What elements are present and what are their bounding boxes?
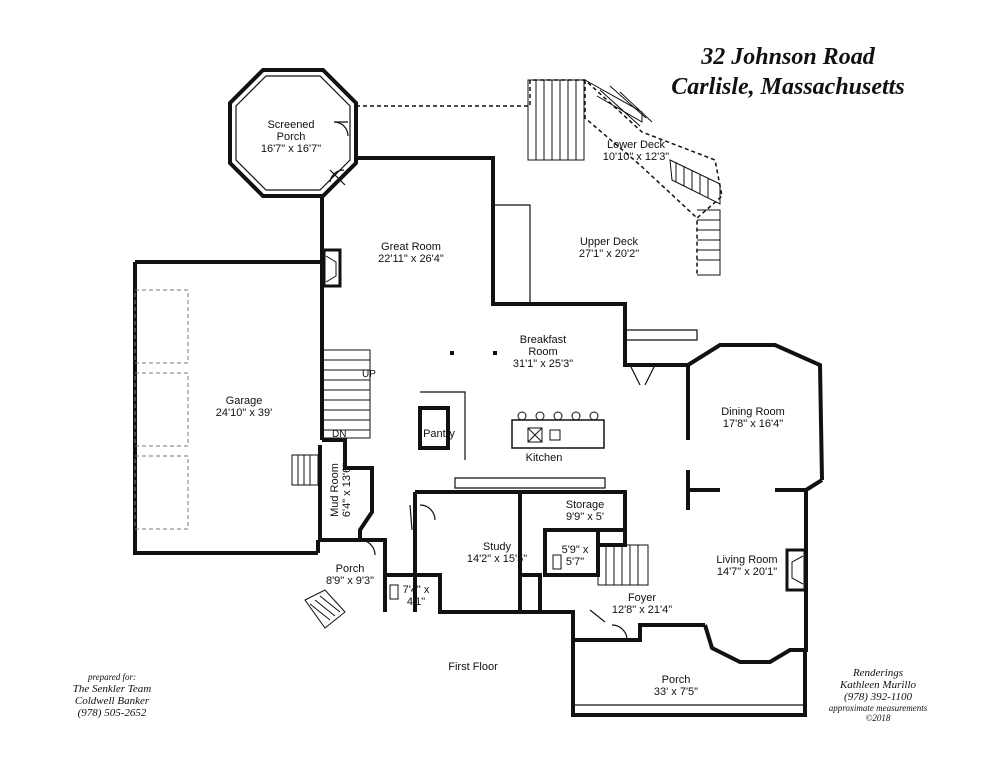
room-text-great-room: Great Room <box>381 241 441 253</box>
room-text-bath-2: 7'4" x <box>403 584 430 596</box>
room-text-storage: Storage <box>566 499 605 511</box>
credit-right-3: (978) 392-1100 <box>844 691 912 703</box>
room-text-side-porch: 8'9" x 9'3" <box>326 575 374 587</box>
credit-left-4: (978) 505-2652 <box>78 707 147 719</box>
room-text-upper-deck: 27'1" x 20'2" <box>579 248 639 260</box>
room-text-breakfast-room: 31'1" x 25'3" <box>513 358 573 370</box>
room-text-screened-porch: 16'7" x 16'7" <box>261 143 321 155</box>
side-porch-steps <box>304 589 346 629</box>
room-text-dining-room: 17'8" x 16'4" <box>723 418 783 430</box>
room-text-bath-1: 5'7" <box>566 556 584 568</box>
porch-door <box>359 539 376 556</box>
lower-deck-stairs <box>527 79 721 276</box>
front-porch-shape <box>571 640 807 717</box>
credit-left-1: prepared for: <box>87 672 136 682</box>
room-text-living-room: Living Room <box>716 554 777 566</box>
room-text-study: Study <box>483 541 512 553</box>
room-text-side-porch: Porch <box>336 563 365 575</box>
pantry-counter <box>420 391 466 460</box>
interior-stairs: UP DN <box>321 349 376 440</box>
credit-right-2: Kathleen Murillo <box>839 679 917 691</box>
room-text-study: 14'2" x 15'5" <box>467 553 527 565</box>
deck-outline-dashed <box>356 79 723 275</box>
room-text-screened-porch: Screened <box>267 119 314 131</box>
room-text-front-porch: Porch <box>662 674 691 686</box>
title-line-1: 32 Johnson Road <box>700 44 875 70</box>
room-text-living-room: 14'7" x 20'1" <box>717 566 777 578</box>
fireplace-icon-living <box>785 548 807 592</box>
credit-right-5: ©2018 <box>866 713 891 723</box>
room-text-garage: Garage <box>226 395 263 407</box>
credit-left-2: The Senkler Team <box>73 683 151 695</box>
room-text-lower-deck: 10'10" x 12'3" <box>603 151 670 163</box>
room-text-upper-deck: Upper Deck <box>580 236 639 248</box>
room-text-front-porch: 33' x 7'5" <box>654 686 698 698</box>
room-label-kitchen: Kitchen <box>526 452 563 464</box>
up-marker: UP <box>362 369 376 380</box>
mud-room-steps <box>291 454 319 486</box>
room-text-screened-porch: Porch <box>277 131 306 143</box>
french-door <box>629 364 656 386</box>
study-door <box>409 504 436 531</box>
credit-right-1: Renderings <box>852 667 903 679</box>
room-text-kitchen: Kitchen <box>526 452 563 464</box>
room-text-garage: 24'10" x 39' <box>216 407 272 419</box>
room-text-bath-1: 5'9" x <box>562 544 589 556</box>
room-text-breakfast-room: Breakfast <box>520 334 566 346</box>
kitchen-counter <box>454 477 606 489</box>
room-text-dining-room: Dining Room <box>721 406 785 418</box>
room-text-breakfast-room: Room <box>528 346 557 358</box>
room-text-bath-2: 4'1" <box>407 596 425 608</box>
garage-shape <box>133 260 322 555</box>
title-line-2: Carlisle, Massachusetts <box>671 74 904 100</box>
credit-right-4: approximate measurements <box>829 703 928 713</box>
room-text-storage: 9'9" x 5' <box>566 511 604 523</box>
room-text-pantry: Pantry <box>423 428 455 440</box>
floor-label: First Floor <box>448 661 498 673</box>
room-label-bath-1: 5'9" x5'7" <box>562 544 589 568</box>
foyer-stairs <box>597 544 649 586</box>
room-text-great-room: 22'11" x 26'4" <box>378 253 444 265</box>
room-text-foyer: 12'8" x 21'4" <box>612 604 672 616</box>
pantry-shape <box>418 406 450 450</box>
room-text-foyer: Foyer <box>628 592 656 604</box>
front-door <box>589 609 628 641</box>
room-label-pantry: Pantry <box>423 428 455 440</box>
dn-marker: DN <box>332 429 346 440</box>
room-text-lower-deck: Lower Deck <box>607 139 666 151</box>
room-text-mud-room: Mud Room <box>329 463 341 517</box>
room-label-bath-2: 7'4" x4'1" <box>403 584 430 608</box>
room-text-mud-room: 6'4" x 13'6" <box>341 463 353 517</box>
credit-left-3: Coldwell Banker <box>75 695 150 707</box>
fireplace-icon <box>322 248 342 288</box>
exterior-walls <box>318 156 824 664</box>
kitchen-island <box>511 411 605 449</box>
